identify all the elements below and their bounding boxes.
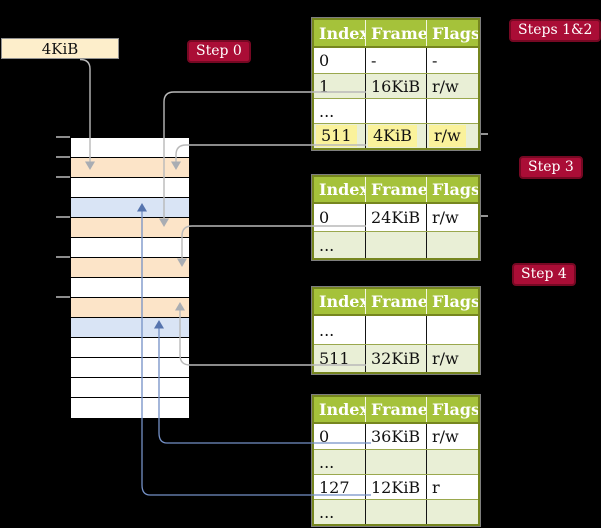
cell-flags xyxy=(427,99,478,123)
column-header-frame: Frame xyxy=(366,177,427,202)
frame-size-text: 4KiB xyxy=(41,39,79,58)
column-header-flags: Flags xyxy=(432,400,478,419)
memory-cell xyxy=(71,258,189,278)
cell-frame: 16KiB xyxy=(366,74,427,98)
table-row: 511 32KiB r/w xyxy=(314,344,478,372)
memory-cell xyxy=(71,218,189,238)
memory-cell xyxy=(71,278,189,298)
cell-index: 1 xyxy=(314,74,366,98)
cell-flags: r/w xyxy=(432,349,459,368)
step-4-badge: Step 4 xyxy=(512,263,576,286)
cell-index: 511 xyxy=(314,345,366,372)
page-table-step-3: Index Frame Flags 0 24KiB r/w ... xyxy=(312,175,480,260)
column-header-index: Index xyxy=(314,397,366,422)
memory-cell xyxy=(71,318,189,338)
table-row-highlighted: 511 4KiB r/w xyxy=(314,123,478,148)
table-row: ... xyxy=(314,499,478,524)
memory-cell xyxy=(71,338,189,358)
cell-frame xyxy=(366,316,427,344)
column-header-flags: Flags xyxy=(432,23,478,43)
cell-index: 511 xyxy=(314,124,366,148)
table-row: ... xyxy=(314,231,478,258)
cell-flags: - xyxy=(432,51,438,70)
address-tick xyxy=(56,216,70,218)
cell-flags: r/w xyxy=(432,76,459,96)
cell-frame: 24KiB xyxy=(366,204,427,231)
cell-frame: 36KiB xyxy=(366,424,427,449)
memory-cell xyxy=(71,138,189,158)
cell-flags xyxy=(427,450,478,474)
memory-cell xyxy=(71,178,189,198)
column-header-index: Index xyxy=(314,177,366,202)
cell-index: 0 xyxy=(314,204,366,231)
table-row: 0 36KiB r/w xyxy=(314,424,478,449)
column-header-flags: Flags xyxy=(432,180,478,199)
cell-flags xyxy=(427,316,478,344)
memory-cell xyxy=(71,398,189,418)
column-header-flags: Flags xyxy=(432,292,478,311)
cell-frame xyxy=(366,500,427,524)
step-0-badge: Step 0 xyxy=(187,40,251,63)
table-row: 127 12KiB r xyxy=(314,474,478,499)
step-3-badge: Step 3 xyxy=(519,156,583,179)
table-row: 0 - - xyxy=(314,48,478,73)
memory-cell xyxy=(71,378,189,398)
cell-flags: r/w xyxy=(432,427,459,446)
address-tick xyxy=(56,296,70,298)
frame-size-label: 4KiB xyxy=(1,38,119,59)
table-header-row: Index Frame Flags xyxy=(314,289,478,316)
memory-cell xyxy=(71,238,189,258)
cell-frame: 12KiB xyxy=(366,475,427,499)
address-tick xyxy=(56,256,70,258)
memory-cell xyxy=(71,298,189,318)
cell-flags: r/w xyxy=(427,124,478,148)
cell-index: 0 xyxy=(314,424,366,449)
table-header-row: Index Frame Flags xyxy=(314,20,478,48)
table-header-row: Index Frame Flags xyxy=(314,397,478,424)
column-header-frame: Frame xyxy=(366,289,427,314)
page-table-steps-1-2: Index Frame Flags 0 - - 1 16KiB r/w ... … xyxy=(312,18,480,150)
cell-index: ... xyxy=(314,450,366,474)
cell-flags: r xyxy=(432,477,440,497)
cell-frame: - xyxy=(366,48,427,73)
table-row: 0 24KiB r/w xyxy=(314,204,478,231)
address-tick xyxy=(56,136,70,138)
memory-cell xyxy=(71,158,189,178)
memory-cell xyxy=(71,198,189,218)
cell-frame: 32KiB xyxy=(366,345,427,372)
cell-frame xyxy=(366,232,427,258)
column-header-frame: Frame xyxy=(366,397,427,422)
column-header-frame: Frame xyxy=(366,20,427,46)
column-header-index: Index xyxy=(314,289,366,314)
table-row: ... xyxy=(314,449,478,474)
cell-flags xyxy=(427,232,478,258)
cell-flags xyxy=(427,500,478,524)
table-header-row: Index Frame Flags xyxy=(314,177,478,204)
page-table-final: Index Frame Flags 0 36KiB r/w ... 127 12… xyxy=(312,395,480,526)
address-tick xyxy=(56,156,70,158)
cell-index: 127 xyxy=(314,475,366,499)
cell-index: ... xyxy=(314,316,366,344)
cell-index: ... xyxy=(314,232,366,258)
cell-index: 0 xyxy=(314,48,366,73)
cell-index: ... xyxy=(314,99,366,123)
table-row: 1 16KiB r/w xyxy=(314,73,478,98)
physical-memory-column xyxy=(70,137,190,419)
cell-flags: r/w xyxy=(432,208,459,227)
cell-index: ... xyxy=(314,500,366,524)
column-header-index: Index xyxy=(314,20,366,46)
page-table-step-4: Index Frame Flags ... 511 32KiB r/w xyxy=(312,287,480,374)
address-tick xyxy=(56,176,70,178)
cell-frame: 4KiB xyxy=(366,124,427,148)
cell-frame xyxy=(366,99,427,123)
cell-frame xyxy=(366,450,427,474)
memory-cell xyxy=(71,358,189,378)
table-row: ... xyxy=(314,316,478,344)
steps-1-2-badge: Steps 1&2 xyxy=(509,19,601,42)
table-row: ... xyxy=(314,98,478,123)
